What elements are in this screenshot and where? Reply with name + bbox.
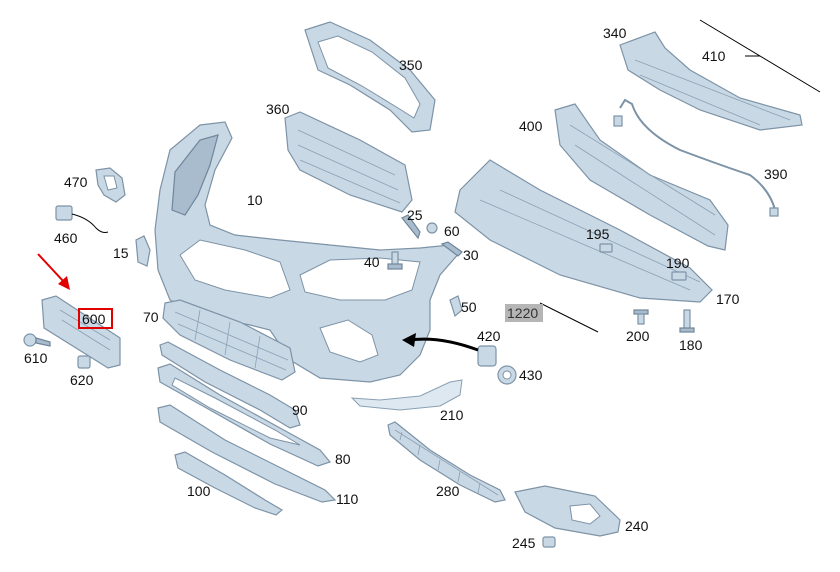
label-360: 360: [266, 101, 290, 117]
part-70-lower-grille: [162, 299, 296, 381]
part-245-clip: [542, 536, 556, 548]
part-620-clip: [77, 355, 91, 369]
label-70: 70: [143, 309, 159, 325]
label-80: 80: [335, 451, 351, 467]
label-390: 390: [764, 166, 788, 182]
label-90: 90: [292, 402, 308, 418]
label-180: 180: [679, 337, 703, 353]
highlight-arrow: [37, 253, 70, 290]
label-195: 195: [586, 226, 610, 242]
part-100-trim: [174, 451, 284, 516]
part-460-sensor: [55, 205, 109, 233]
part-360-grille-insert: [284, 111, 413, 213]
part-240-fog-cover: [514, 485, 621, 537]
part-110-trim: [157, 404, 337, 503]
label-100: 100: [187, 483, 211, 499]
label-170: 170: [716, 291, 740, 307]
part-underbody-shield: [454, 159, 713, 303]
label-110: 110: [336, 491, 359, 507]
part-50-bracket: [449, 295, 463, 318]
label-15: 15: [113, 245, 129, 261]
label-40: 40: [364, 254, 380, 270]
part-390-harness: [613, 98, 779, 217]
label-400: 400: [519, 118, 543, 134]
label-1220: 1220: [507, 305, 538, 321]
part-195-clip: [599, 243, 613, 253]
part-90-trim: [159, 341, 301, 429]
label-340: 340: [603, 25, 627, 41]
label-190: 190: [666, 255, 690, 271]
part-430-ring: [497, 365, 517, 385]
part-350-grille-frame: [304, 21, 436, 133]
label-210: 210: [440, 407, 464, 423]
indicator-arrow: [402, 333, 479, 352]
part-30-strip: [440, 241, 463, 257]
part-180-screw: [679, 309, 695, 333]
part-610-screw: [23, 333, 51, 347]
label-280: 280: [436, 483, 460, 499]
label-610: 610: [24, 350, 48, 366]
label-430: 430: [519, 367, 543, 383]
part-600-plate-bracket: [41, 295, 121, 369]
part-80-trim: [157, 363, 332, 467]
part-190-clip: [671, 271, 687, 281]
label-620: 620: [70, 372, 94, 388]
label-1220-background: [505, 304, 543, 322]
label-50: 50: [461, 299, 477, 315]
part-280-mesh-strip: [387, 421, 506, 503]
part-470-bracket: [95, 167, 126, 203]
label-410: 410: [702, 48, 726, 64]
part-200-pin: [633, 309, 649, 325]
label-350: 350: [399, 57, 423, 73]
label-460: 460: [54, 230, 78, 246]
label-10: 10: [247, 192, 263, 208]
part-420-sensor: [477, 345, 497, 367]
label-600: 600: [82, 311, 106, 327]
label-240: 240: [625, 518, 649, 534]
part-340-carrier: [619, 31, 803, 131]
label-245: 245: [512, 535, 536, 551]
part-25-bracket: [401, 214, 421, 240]
part-15-bracket: [135, 235, 151, 267]
part-400-absorber: [554, 103, 729, 251]
label-30: 30: [463, 247, 479, 263]
part-60-clip: [426, 222, 438, 234]
highlight-box-600: [78, 308, 113, 329]
label-60: 60: [444, 223, 460, 239]
leader-lines: [539, 19, 821, 333]
label-420: 420: [477, 328, 501, 344]
label-25: 25: [407, 207, 423, 223]
label-200: 200: [626, 328, 650, 344]
label-470: 470: [64, 174, 88, 190]
part-210-trim: [350, 379, 463, 411]
part-40-bolt: [387, 251, 403, 270]
